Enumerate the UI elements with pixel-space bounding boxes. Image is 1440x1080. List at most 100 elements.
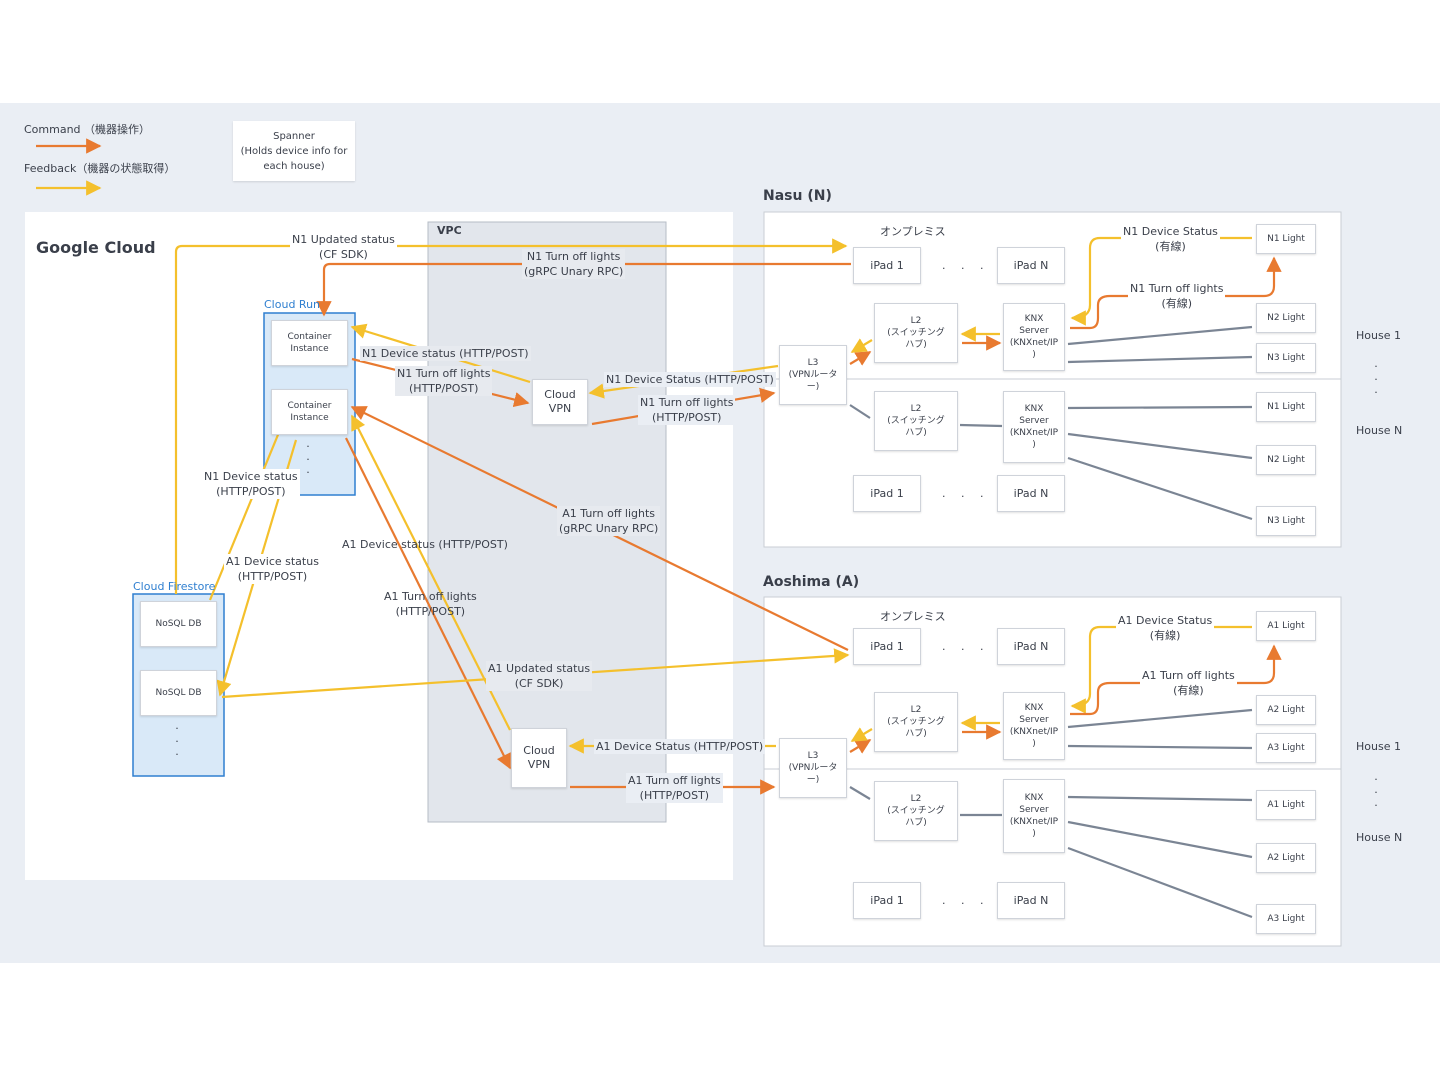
spanner-line3: each house) (263, 160, 325, 172)
nasu-knxb-n2 (1067, 432, 1253, 460)
nasu-ipad-n: iPad N (997, 247, 1065, 284)
n1-updated-status-line (174, 238, 848, 594)
nasu-house-n-label: House N (1356, 424, 1403, 437)
cloud-vpn-a-line2: VPN (527, 758, 551, 771)
firestore-more-dots: ··· (175, 722, 179, 761)
aoshima-turnoff-wire (1070, 644, 1282, 716)
container1-line1: Container (287, 332, 332, 342)
nasu-l3-l2-cmd (849, 351, 872, 366)
cloud-vpn-n-line1: Cloud (544, 388, 576, 401)
nasu-house-dots: ··· (1374, 360, 1378, 399)
aoshima-ipad-dots: . . . (942, 640, 990, 653)
a1-device-status-post-line (351, 414, 511, 731)
nasu-house-1-label: House 1 (1356, 329, 1401, 342)
spanner-line1: Spanner (273, 130, 315, 142)
a1-device-status-vpn-label: A1 Device Status (HTTP/POST) (594, 739, 766, 754)
nosql-db-1: NoSQL DB (140, 601, 217, 647)
nasu-title: Nasu (N) (763, 188, 832, 204)
aoshima-l3-l2b (849, 786, 871, 800)
aoshima-housen-light-3: A3 Light (1256, 904, 1316, 934)
nasu-house1-light-3: N3 Light (1256, 343, 1316, 373)
aoshima-housen-light-2: A2 Light (1256, 843, 1316, 873)
aoshima-ipad-1-house-n: iPad 1 (853, 882, 921, 919)
nasu-housen-light-2: N2 Light (1256, 445, 1316, 475)
aoshima-ipad-n-house-n: iPad N (997, 882, 1065, 919)
nasu-l3-router: L3(VPNルーター) (779, 345, 847, 405)
aoshima-l2-switch-house-n: L2(スイッチングハブ) (874, 781, 958, 841)
nasu-l2b-knxb (959, 423, 1003, 428)
n1-turnoff-post-label: N1 Turn off lights(HTTP/POST) (395, 366, 493, 396)
aoshima-l3-l2-cmd (849, 739, 872, 754)
container1-line2: Instance (290, 344, 329, 354)
aoshima-onprem-label: オンプレミス (880, 610, 946, 623)
cloud-vpn-n-line2: VPN (548, 402, 572, 415)
aoshima-device-status-wire (1070, 625, 1252, 714)
aoshima-house-dots: ··· (1374, 773, 1378, 812)
n1-device-status-post-label: N1 Device status (HTTP/POST) (360, 346, 531, 361)
spanner-line2: (Holds device info for (240, 145, 348, 157)
aoshima-knx-a3 (1067, 744, 1253, 750)
cloud-vpn-a-line1: Cloud (523, 744, 555, 757)
aoshima-house1-light-2: A2 Light (1256, 695, 1316, 725)
google-cloud-title: Google Cloud (36, 238, 156, 257)
aoshima-l3-router: L3(VPNルーター) (779, 738, 847, 798)
nosql-db-2: NoSQL DB (140, 670, 217, 716)
nasu-knxb-n3 (1067, 456, 1253, 521)
a1-device-status-fs-label: A1 Device status(HTTP/POST) (224, 554, 321, 584)
aoshima-knxb-a2 (1067, 820, 1253, 859)
aoshima-l2-l3-fb (850, 727, 873, 742)
aoshima-knxb-a3 (1067, 846, 1253, 919)
aoshima-l2-switch: L2(スイッチングハブ) (874, 692, 958, 752)
aoshima-title: Aoshima (A) (763, 574, 860, 590)
n1-updated-status-label: N1 Updated status(CF SDK) (290, 232, 397, 262)
n1-device-status-fs-label: N1 Device status(HTTP/POST) (202, 469, 300, 499)
nasu-device-status-wire (1070, 236, 1252, 326)
aoshima-house-1-label: House 1 (1356, 740, 1401, 753)
aoshima-turnoff-label: A1 Turn off lights(有線) (1140, 668, 1237, 698)
cloud-run-more-dots: ··· (306, 440, 310, 479)
a1-turnoff-post-label: A1 Turn off lights(HTTP/POST) (384, 590, 477, 618)
legend-feedback-label: Feedback（機器の状態取得） (24, 162, 176, 175)
n1-turnoff-grpc-line (316, 262, 851, 317)
container2-line1: Container (287, 401, 332, 411)
a1-turnoff-post-line (345, 437, 511, 770)
container-instance-2: Container Instance (271, 389, 348, 435)
n1-device-status-fs-line (208, 424, 284, 601)
cloud-run-title: Cloud Run (264, 298, 321, 311)
a1-device-status-post-label: A1 Device status (HTTP/POST) (342, 538, 508, 551)
spanner-box: Spanner (Holds device info for each hous… (233, 121, 355, 181)
nasu-turnoff-label: N1 Turn off lights(有線) (1128, 281, 1226, 311)
vpc-title: VPC (437, 224, 462, 237)
nasu-turnoff-wire (1070, 256, 1282, 330)
nasu-ipad-n-house-n: iPad N (997, 475, 1065, 512)
aoshima-ipad-1: iPad 1 (853, 628, 921, 665)
nasu-l3-l2b (849, 404, 871, 419)
container2-line2: Instance (290, 413, 329, 423)
aoshima-house1-light-3: A3 Light (1256, 733, 1316, 763)
container-instance-1: Container Instance (271, 320, 348, 366)
aoshima-device-status-label: A1 Device Status(有線) (1116, 613, 1215, 643)
legend-command-label: Command （機器操作） (24, 123, 151, 136)
nasu-ipad-1-house-n: iPad 1 (853, 475, 921, 512)
a1-turnoff-vpn-label: A1 Turn off lights(HTTP/POST) (626, 773, 723, 803)
nasu-knx-n3 (1067, 355, 1253, 364)
cloud-firestore-title: Cloud Firestore (133, 580, 216, 593)
nasu-l2-switch: L2(スイッチングハブ) (874, 303, 958, 363)
nasu-housen-light-1: N1 Light (1256, 392, 1316, 422)
a1-updated-status-label: A1 Updated status(CF SDK) (486, 661, 593, 691)
nasu-ipad-dots-house-n: . . . (942, 487, 990, 500)
nasu-l2-switch-house-n: L2(スイッチングハブ) (874, 391, 958, 451)
n1-turnoff-vpn-label: N1 Turn off lights(HTTP/POST) (638, 395, 736, 425)
aoshima-house1-light-1: A1 Light (1256, 611, 1316, 641)
nasu-l2-l3-fb (850, 338, 873, 353)
nasu-onprem-label: オンプレミス (880, 225, 946, 238)
nasu-knxb-n1 (1067, 405, 1253, 410)
a1-turnoff-grpc-label: A1 Turn off lights(gRPC Unary RPC) (557, 506, 661, 536)
nasu-ipad-1: iPad 1 (853, 247, 921, 284)
